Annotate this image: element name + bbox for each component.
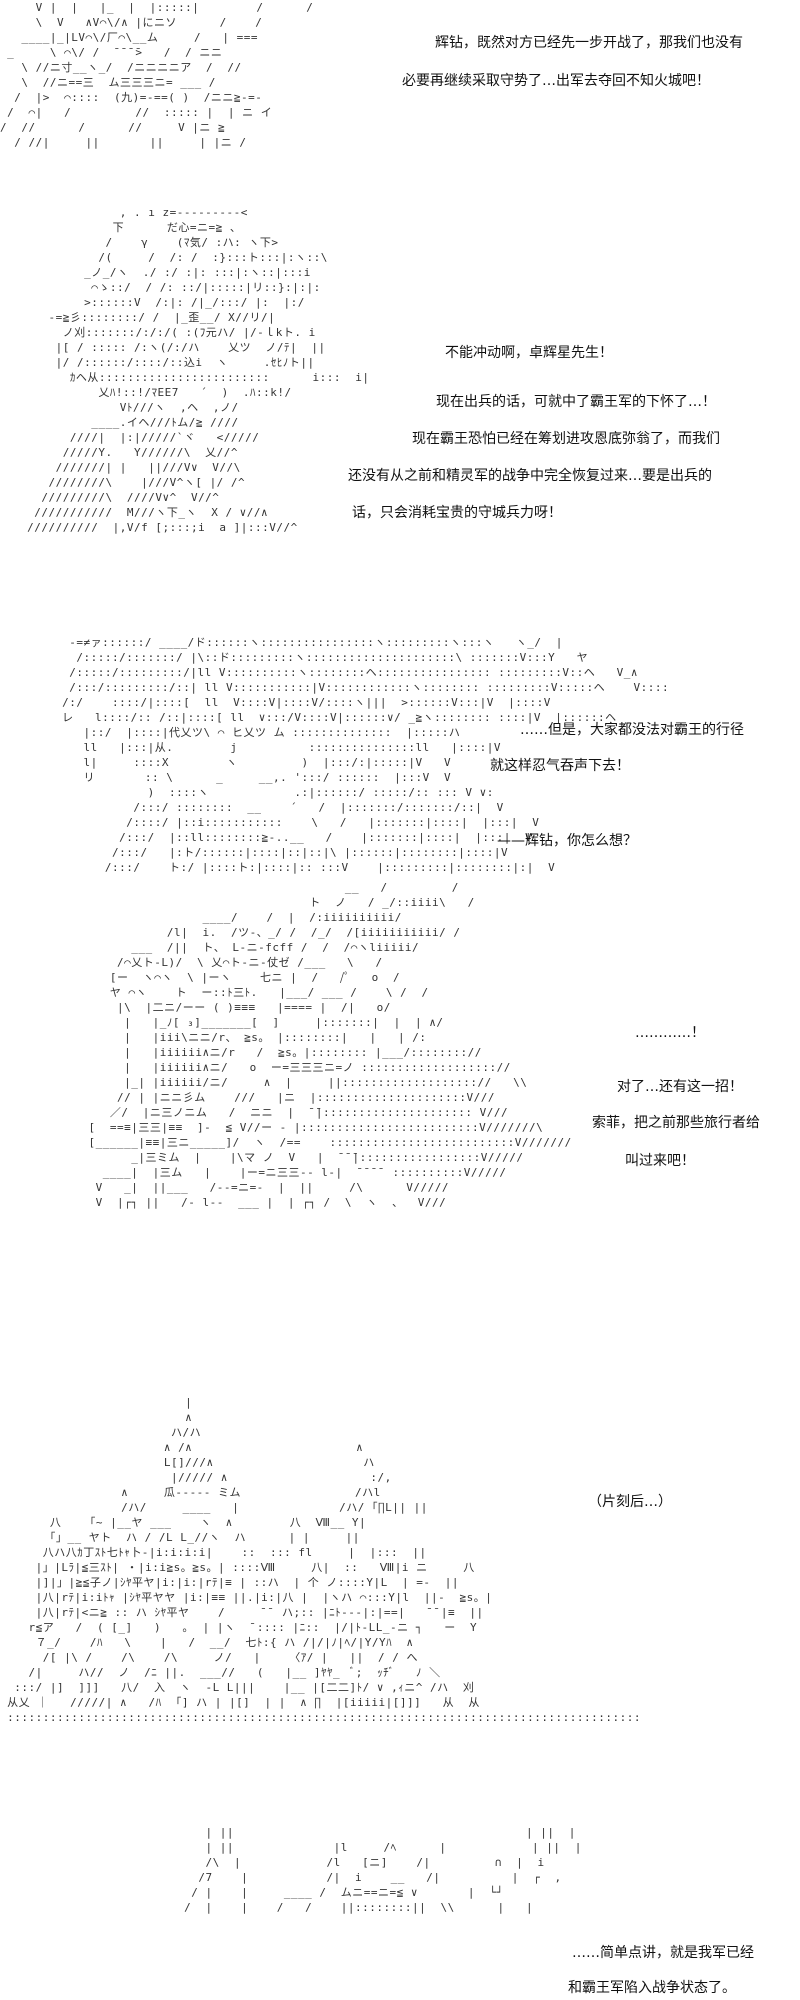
ascii-art-girl-character: , . ı z=---------< 下 だ心=ニ=≧ 、 / γ (ﾏ気/ :… (27, 206, 370, 534)
panel-1: V | | |_ | |:::::| / / \ V ∧V⌒\/∧ |にニソ /… (0, 0, 800, 190)
dialogue-line: 话，只会消耗宝贵的守城兵力呀！ (352, 505, 562, 521)
dialogue-line: 现在出兵的话，可就中了霸王军的下怀了…！ (436, 394, 716, 410)
dialogue-line: ……但是，大家都没法对霸王的行径 (520, 722, 744, 738)
dialogue-line: 现在霸王恐怕已经在筹划进攻恩底弥翁了，而我们 (412, 431, 720, 447)
ascii-art-character-closeup: -=≠ァ::::::/ ____/ド::::::ヽ:::::::::::::::… (62, 636, 670, 874)
dialogue-line: 就这样忍气吞声下去！ (490, 758, 630, 774)
dialogue-line: 不能冲动啊，卓辉星先生！ (445, 345, 613, 361)
panel-3: -=≠ァ::::::/ ____/ド::::::ヽ:::::::::::::::… (0, 625, 800, 895)
caption-later: （片刻后…） (588, 1494, 672, 1510)
dialogue-line: 索菲，把之前那些旅行者给 (592, 1115, 760, 1131)
ascii-art-castle-city: | ∧ ハ/ハ ∧ /∧ ∧ L[]///∧ ハ |///// ∧ (7, 1396, 642, 1724)
dialogue-line: 叫过来吧！ (625, 1153, 695, 1169)
panel-5: | ∧ ハ/ハ ∧ /∧ ∧ L[]///∧ ハ |///// ∧ (0, 1395, 800, 1795)
dialogue-line: 辉钻，既然对方已经先一步开战了，那我们也没有 (435, 35, 743, 51)
dialogue-line: …………！ (635, 1025, 705, 1041)
ascii-art-warrior-armor: V | | |_ | |:::::| / / \ V ∧V⌒\/∧ |にニソ /… (0, 1, 314, 149)
panel-2: , . ı z=---------< 下 だ心=ニ=≧ 、 / γ (ﾏ気/ :… (0, 205, 800, 605)
ascii-art-armored-knight: __ / / ト ノ / _/::iiii\ / ____/ / | /:iii… (88, 881, 572, 1209)
dialogue-line: 和霸王军陷入战争状态了。 (568, 1980, 736, 1996)
dialogue-line: 还没有从之前和精灵军的战争中完全恢复过来…要是出兵的 (348, 468, 712, 484)
dialogue-line: ……简单点讲，就是我军已经 (572, 1945, 754, 1961)
dialogue-line: 对了…还有这一招！ (617, 1079, 743, 1095)
panel-4: __ / / ト ノ / _/::iiii\ / ____/ / | /:iii… (0, 880, 800, 1320)
panel-6: | || | || | | || |l /ﾍ | | || | /\ | /l … (0, 1825, 800, 2000)
ascii-art-throne-room: | || | || | | || |l /ﾍ | | || | /\ | /l … (184, 1826, 582, 1914)
dialogue-line: ——辉钻，你怎么想？ (497, 833, 637, 849)
dialogue-line: 必要再继续采取守势了…出军去夺回不知火城吧！ (402, 73, 710, 89)
